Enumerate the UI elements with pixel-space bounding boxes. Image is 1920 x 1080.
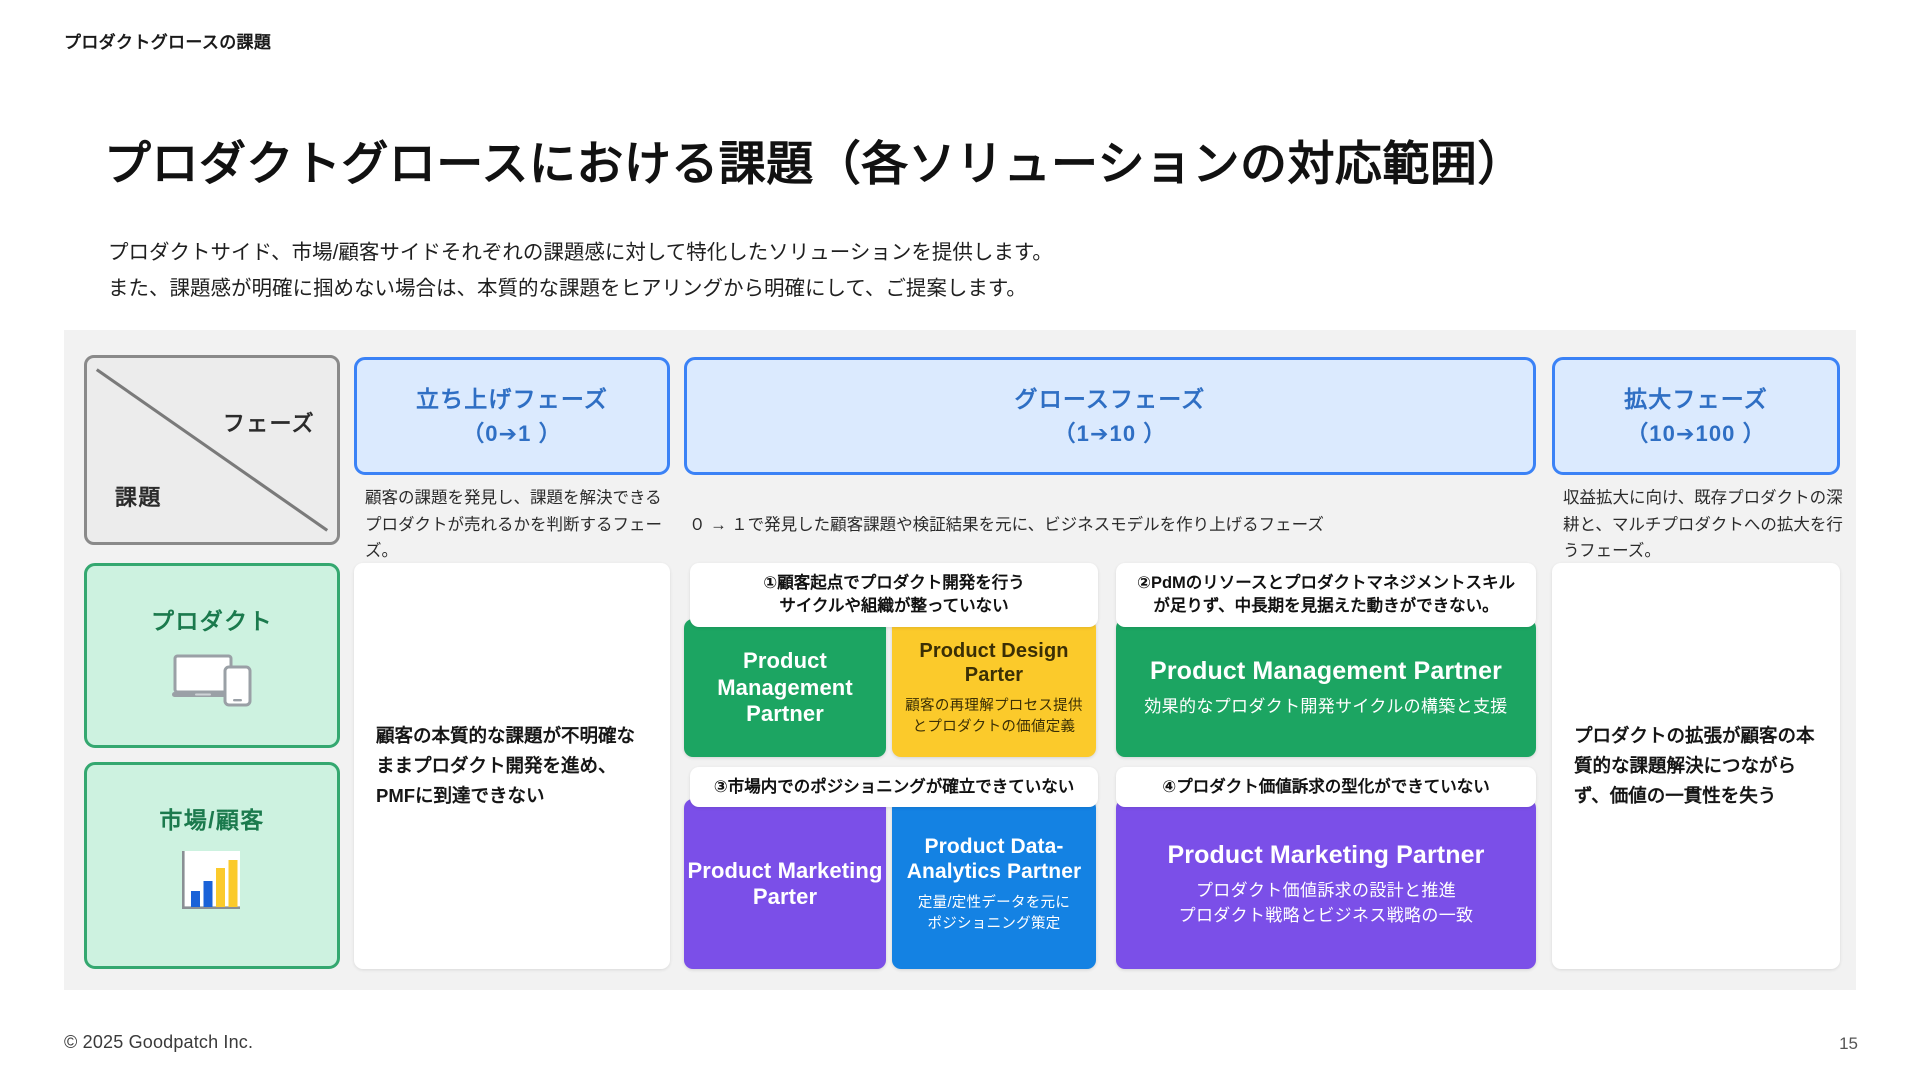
solution-title: Product Marketing Partner: [1167, 841, 1485, 870]
phase-header-expansion[interactable]: 拡大フェーズ （10➔100 ）: [1552, 357, 1840, 475]
solution-tile-product-management-partner-2[interactable]: Product Management Partner 効果的なプロダクト開発サイ…: [1116, 619, 1536, 757]
solution-subtitle: 顧客の再理解プロセス提供とプロダクトの価値定義: [905, 697, 1083, 735]
solution-tile-product-marketing-parter[interactable]: Product Marketing Parter: [684, 799, 886, 969]
phase-description-expansion: 収益拡大に向け、既存プロダクトの深耕と、マルチプロダクトへの拡大を行うフェーズ。: [1563, 489, 1843, 561]
solution-title: Product Design Parter: [919, 639, 1069, 686]
solution-title: Product Management Partner: [717, 648, 853, 727]
phase-header-launch[interactable]: 立ち上げフェーズ （0➔1 ）: [354, 357, 670, 475]
footer-page-number: 15: [1839, 1034, 1858, 1053]
footer-copyright: © 2025 Goodpatch Inc.: [64, 1032, 254, 1052]
solution-title: Product Management Partner: [1150, 657, 1502, 686]
phase-name: 拡大フェーズ: [1624, 385, 1768, 412]
phase-range: （10➔100 ）: [1626, 420, 1766, 446]
solution-group-4: ④プロダクト価値訴求の型化ができていない Product Marketing P…: [1116, 767, 1536, 969]
phase-description-growth: ０ → １で発見した顧客課題や検証結果を元に、ビジネスモデルを作り上げるフェーズ: [689, 516, 1324, 534]
issue-callout-2[interactable]: ②PdMのリソースとプロダクトマネジメントスキル が足りず、中長期を見据えた動き…: [1116, 563, 1536, 627]
issue-callout-2-line1: ②PdMのリソースとプロダクトマネジメントスキル: [1137, 574, 1515, 593]
lede-line-2: また、課題感が明確に掴めない場合は、本質的な課題をヒアリングから明確にして、ご提…: [108, 277, 1027, 301]
solution-subtitle: プロダクト価値訴求の設計と推進プロダクト戦略とビジネス戦略の一致: [1178, 881, 1474, 925]
issue-callout-3-line1: ③市場内でのポジショニングが確立できていない: [713, 777, 1075, 796]
axis-label-phase: フェーズ: [222, 411, 315, 436]
solution-subtitle: 定量/定性データを元にポジショニング策定: [917, 895, 1071, 932]
phase-name: 立ち上げフェーズ: [415, 385, 609, 412]
issue-callout-1[interactable]: ①顧客起点でプロダクト開発を行う サイクルや組織が整っていない: [690, 563, 1098, 627]
category-card-market[interactable]: 市場/顧客: [84, 762, 340, 969]
solution-subtitle: 効果的なプロダクト開発サイクルの構築と支援: [1144, 697, 1508, 717]
phase-range: （1➔10 ）: [1053, 420, 1167, 446]
matrix-panel: フェーズ 課題 立ち上げフェーズ （0➔1 ） グロースフェーズ （1➔10 ）…: [64, 330, 1856, 990]
launch-phase-issue-text: 顧客の本質的な課題が不明確なままプロダクト開発を進め、PMFに到達できない: [376, 724, 636, 807]
solution-tile-product-marketing-partner[interactable]: Product Marketing Partner プロダクト価値訴求の設計と推…: [1116, 799, 1536, 969]
issue-callout-4[interactable]: ④プロダクト価値訴求の型化ができていない: [1116, 767, 1536, 807]
phase-description-launch: 顧客の課題を発見し、課題を解決できるプロダクトが売れるかを判断するフェーズ。: [365, 489, 662, 561]
category-label: 市場/顧客: [159, 807, 265, 833]
issue-callout-1-line1: ①顧客起点でプロダクト開発を行う: [763, 574, 1025, 593]
category-label: プロダクト: [151, 608, 273, 634]
issue-callout-4-line1: ④プロダクト価値訴求の型化ができていない: [1162, 777, 1490, 796]
issue-callout-1-line2: サイクルや組織が整っていない: [779, 597, 1009, 615]
slide-lede: プロダクトサイド、市場/顧客サイドそれぞれの課題感に対して特化したソリューション…: [108, 235, 1053, 308]
solution-group-1: ①顧客起点でプロダクト開発を行う サイクルや組織が整っていない Product …: [684, 563, 1104, 757]
page-title: プロダクトグロースにおける課題（各ソリューションの対応範囲）: [104, 137, 1525, 190]
expansion-phase-issue-text: プロダクトの拡張が顧客の本質的な課題解決につながらず、価値の一貫性を失う: [1574, 724, 1815, 807]
solution-tile-product-data-analytics-partner[interactable]: Product Data-Analytics Partner 定量/定性データを…: [892, 799, 1096, 969]
phase-header-growth[interactable]: グロースフェーズ （1➔10 ）: [684, 357, 1536, 475]
solution-tile-product-design-parter[interactable]: Product Design Parter 顧客の再理解プロセス提供とプロダクト…: [892, 619, 1096, 757]
launch-phase-issue-card[interactable]: 顧客の本質的な課題が不明確なままプロダクト開発を進め、PMFに到達できない: [354, 563, 670, 969]
issue-callout-3[interactable]: ③市場内でのポジショニングが確立できていない: [690, 767, 1098, 807]
axis-label-issue: 課題: [115, 485, 162, 510]
solution-group-3: ③市場内でのポジショニングが確立できていない Product Marketing…: [684, 767, 1104, 969]
solution-title: Product Marketing Parter: [687, 857, 883, 909]
diagonal-divider-icon: [95, 368, 329, 532]
slide-eyebrow: プロダクトグロースの課題: [64, 33, 272, 52]
lede-line-1: プロダクトサイド、市場/顧客サイドそれぞれの課題感に対して特化したソリューション…: [108, 241, 1053, 264]
solution-tile-product-management-partner-1[interactable]: Product Management Partner: [684, 619, 886, 757]
matrix-corner-legend: フェーズ 課題: [84, 355, 340, 545]
phase-name: グロースフェーズ: [1014, 385, 1206, 412]
expansion-phase-issue-card[interactable]: プロダクトの拡張が顧客の本質的な課題解決につながらず、価値の一貫性を失う: [1552, 563, 1840, 969]
phase-range: （0➔1 ）: [462, 420, 562, 446]
bar-chart-icon: [177, 849, 247, 920]
category-card-product[interactable]: プロダクト: [84, 563, 340, 748]
laptop-phone-icon: [171, 650, 253, 713]
solution-group-2: ②PdMのリソースとプロダクトマネジメントスキル が足りず、中長期を見据えた動き…: [1116, 563, 1536, 757]
solution-title: Product Data-Analytics Partner: [906, 834, 1082, 883]
issue-callout-2-line2: が足りず、中長期を見据えた動きができない。: [1153, 597, 1499, 615]
